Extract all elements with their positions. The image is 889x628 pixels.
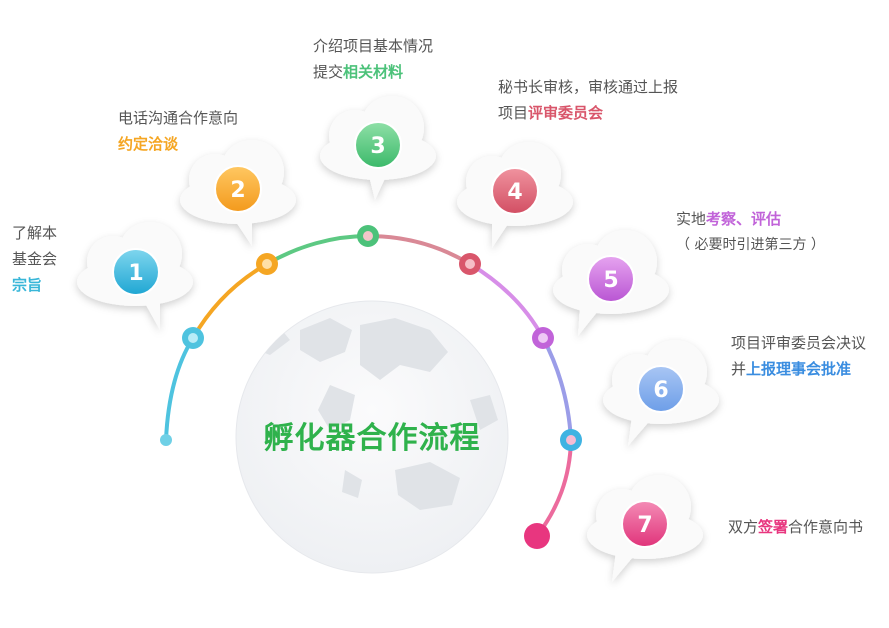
step-3-line2-plain: 提交 (313, 63, 344, 81)
start-node (160, 434, 172, 446)
step-7-caption: 双方签署合作意向书 (728, 514, 863, 540)
step-3-highlight: 相关材料 (343, 63, 404, 81)
path-nodes (160, 225, 582, 549)
step-4-line1: 秘书长审核，审核通过上报 (498, 78, 679, 96)
step-2-caption: 电话沟通合作意向 约定洽谈 (118, 105, 238, 157)
step-1-line2: 基金会 (12, 250, 58, 268)
step-1-line1: 了解本 (12, 224, 58, 242)
arc-segment-5 (468, 262, 545, 340)
step-2-highlight: 约定洽谈 (118, 135, 179, 153)
arc-segment-2 (191, 262, 269, 340)
badge-3: 3 (354, 121, 402, 169)
badge-7: 7 (621, 500, 669, 548)
step-4-line2-plain: 项目 (498, 104, 529, 122)
diagram-title: 孵化器合作流程 (263, 421, 481, 456)
arc-segment-6 (541, 336, 573, 442)
step-1-caption: 了解本 基金会 宗旨 (12, 220, 57, 298)
badge-1: 1 (112, 248, 160, 296)
step-3-caption: 介绍项目基本情况 提交相关材料 (313, 33, 433, 85)
badge-6: 6 (637, 365, 685, 413)
badge-5-number: 5 (603, 268, 618, 293)
badge-5: 5 (587, 255, 635, 303)
step-3-line1: 介绍项目基本情况 (313, 37, 434, 55)
step-5-caption: 实地考察、评估 （ 必要时引进第三方 ） (676, 206, 825, 258)
badge-4: 4 (491, 167, 539, 215)
step-6-line2-plain: 并 (731, 360, 747, 378)
step-6-caption: 项目评审委员会决议 并上报理事会批准 (731, 330, 866, 382)
arc-segment-7 (535, 438, 573, 538)
step-4-highlight: 评审委员会 (528, 104, 604, 122)
badge-3-number: 3 (370, 134, 385, 159)
step-7-line1-tail: 合作意向书 (788, 518, 864, 536)
step-7-highlight: 签署 (758, 518, 789, 536)
badge-2-number: 2 (230, 178, 245, 203)
step-5-highlight: 考察、评估 (706, 210, 782, 228)
badge-2: 2 (214, 165, 262, 213)
step-2-line1: 电话沟通合作意向 (118, 109, 239, 127)
badge-6-number: 6 (653, 378, 668, 403)
step-7-line1-plain: 双方 (728, 518, 759, 536)
badge-4-number: 4 (507, 180, 522, 205)
step-5-line1-plain: 实地 (676, 210, 707, 228)
arc-segment-4 (366, 234, 472, 266)
arc-segment-1 (164, 336, 195, 442)
step-1-highlight: 宗旨 (12, 276, 43, 294)
end-node (524, 523, 550, 549)
step-5-line2: （ 必要时引进第三方 ） (676, 237, 825, 253)
arc-segment-3 (265, 234, 370, 266)
step-6-line1: 项目评审委员会决议 (731, 334, 867, 352)
step-4-caption: 秘书长审核，审核通过上报 项目评审委员会 (498, 74, 678, 126)
badge-1-number: 1 (128, 261, 143, 286)
badge-7-number: 7 (637, 513, 652, 538)
step-6-highlight: 上报理事会批准 (746, 360, 852, 378)
